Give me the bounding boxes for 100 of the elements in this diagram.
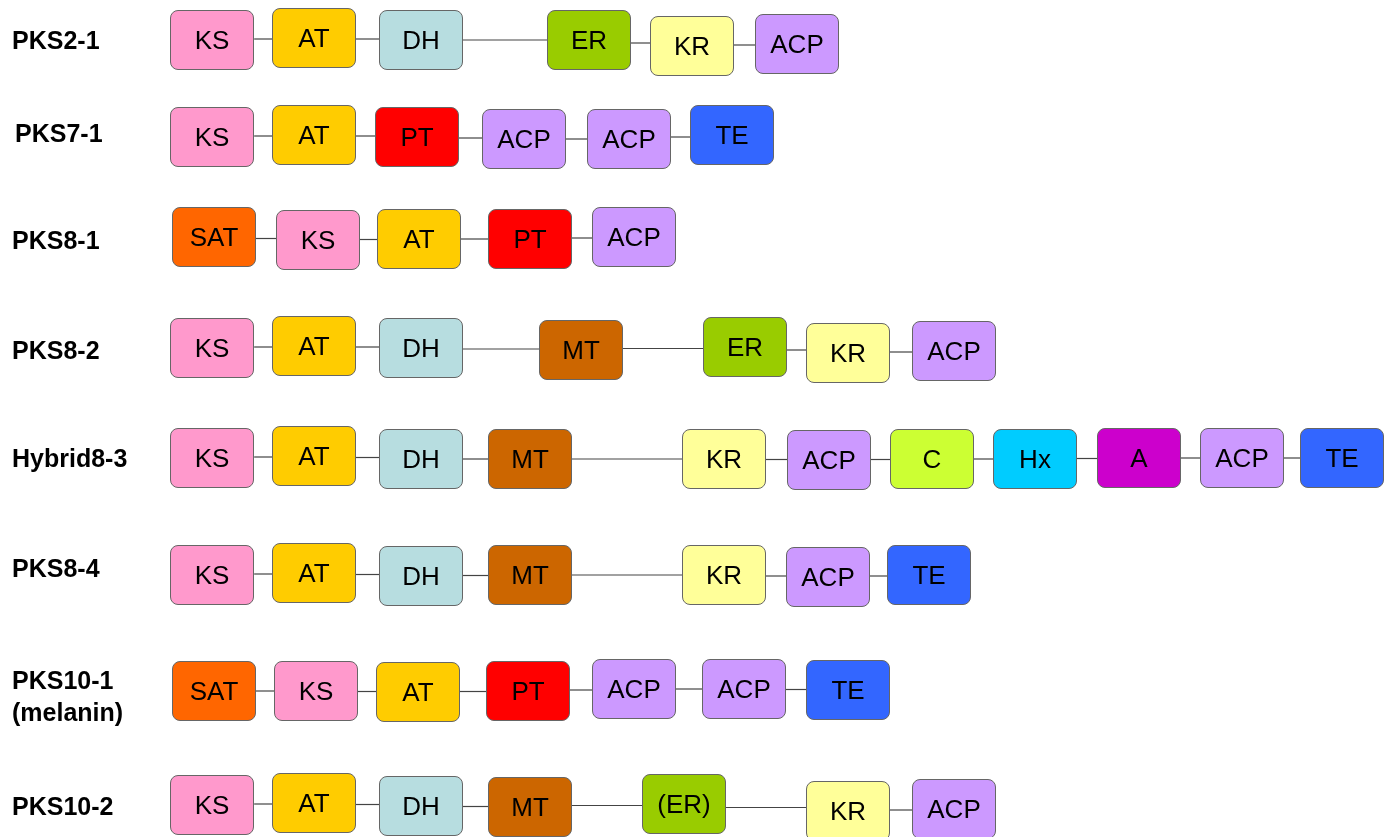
domain-box: DH (379, 776, 463, 836)
domain-box: AT (272, 543, 356, 603)
domain-box: MT (488, 777, 572, 837)
protein-name: PKS10-2 (12, 791, 115, 822)
domain-box: AT (377, 209, 461, 269)
linker-line (355, 135, 376, 137)
linker-line (355, 573, 380, 576)
linker-line (571, 574, 683, 576)
linker-line (1283, 457, 1301, 459)
domain-box: DH (379, 10, 463, 70)
domain-box: SAT (172, 207, 256, 267)
linker-line (462, 458, 489, 460)
domain-box: ACP (912, 779, 996, 837)
domain-box: ACP (786, 547, 870, 607)
domain-box: ACP (1200, 428, 1284, 488)
domain-box: KR (806, 323, 890, 383)
domain-box: KS (170, 428, 254, 488)
domain-box: ACP (482, 109, 566, 169)
linker-line (253, 135, 273, 137)
linker-line (571, 458, 683, 460)
domain-box: AT (376, 662, 460, 722)
linker-line (889, 351, 913, 353)
domain-box: KR (682, 429, 766, 489)
domain-box: AT (272, 316, 356, 376)
linker-line (785, 688, 807, 691)
domain-box: KS (170, 10, 254, 70)
domain-box: KS (170, 318, 254, 378)
domain-box: PT (488, 209, 572, 269)
domain-box: TE (1300, 428, 1384, 488)
linker-line (253, 38, 273, 40)
domain-box: ACP (787, 430, 871, 490)
linker-line (870, 458, 891, 461)
linker-line (869, 575, 888, 577)
domain-box: AT (272, 8, 356, 68)
linker-line (253, 803, 273, 805)
linker-line (973, 458, 994, 460)
domain-box: C (890, 429, 974, 489)
linker-line (1180, 457, 1201, 459)
linker-line (253, 346, 273, 348)
linker-line (255, 690, 275, 692)
domain-box: PT (486, 661, 570, 721)
domain-box: DH (379, 429, 463, 489)
linker-line (571, 804, 643, 807)
domain-box: ACP (587, 109, 671, 169)
linker-line (462, 805, 489, 808)
linker-line (253, 456, 273, 458)
linker-line (255, 237, 277, 240)
domain-box: KS (276, 210, 360, 270)
domain-box: ACP (592, 659, 676, 719)
domain-box: AT (272, 426, 356, 486)
domain-box: AT (272, 105, 356, 165)
domain-box: (ER) (642, 774, 726, 834)
linker-line (355, 38, 380, 40)
domain-box: KS (274, 661, 358, 721)
protein-name: PKS8-1 (12, 225, 101, 256)
linker-line (1076, 457, 1098, 460)
domain-box: DH (379, 318, 463, 378)
protein-name: Hybrid8-3 (12, 443, 129, 474)
domain-box: AT (272, 773, 356, 833)
linker-line (462, 574, 489, 577)
domain-box: Hx (993, 429, 1077, 489)
linker-line (725, 806, 807, 809)
linker-line (733, 44, 756, 46)
protein-name: PKS10-1 (melanin) (12, 665, 125, 728)
domain-box: SAT (172, 661, 256, 721)
linker-line (786, 349, 807, 351)
domain-box: PT (375, 107, 459, 167)
linker-line (355, 346, 380, 348)
domain-box: KR (650, 16, 734, 76)
protein-name: PKS7-1 (15, 118, 104, 149)
domain-box: KR (682, 545, 766, 605)
domain-box: KS (170, 775, 254, 835)
linker-line (571, 237, 593, 239)
domain-box: TE (887, 545, 971, 605)
linker-line (765, 458, 788, 461)
domain-box: TE (806, 660, 890, 720)
linker-line (565, 138, 588, 140)
domain-box: KR (806, 781, 890, 837)
linker-line (622, 347, 704, 350)
domain-box: ACP (755, 14, 839, 74)
domain-box: TE (690, 105, 774, 165)
domain-box: ACP (702, 659, 786, 719)
linker-line (630, 42, 651, 44)
domain-box: ER (703, 317, 787, 377)
linker-line (462, 39, 548, 41)
domain-box: DH (379, 546, 463, 606)
domain-box: MT (539, 320, 623, 380)
domain-box: ACP (912, 321, 996, 381)
linker-line (670, 136, 691, 138)
linker-line (889, 809, 913, 811)
linker-line (462, 348, 540, 350)
linker-line (459, 690, 487, 693)
linker-line (569, 689, 593, 691)
domain-box: MT (488, 545, 572, 605)
linker-line (253, 573, 273, 575)
linker-line (460, 238, 489, 240)
domain-box: KS (170, 107, 254, 167)
protein-name: PKS8-2 (12, 335, 101, 366)
domain-box: ER (547, 10, 631, 70)
linker-line (675, 688, 703, 690)
